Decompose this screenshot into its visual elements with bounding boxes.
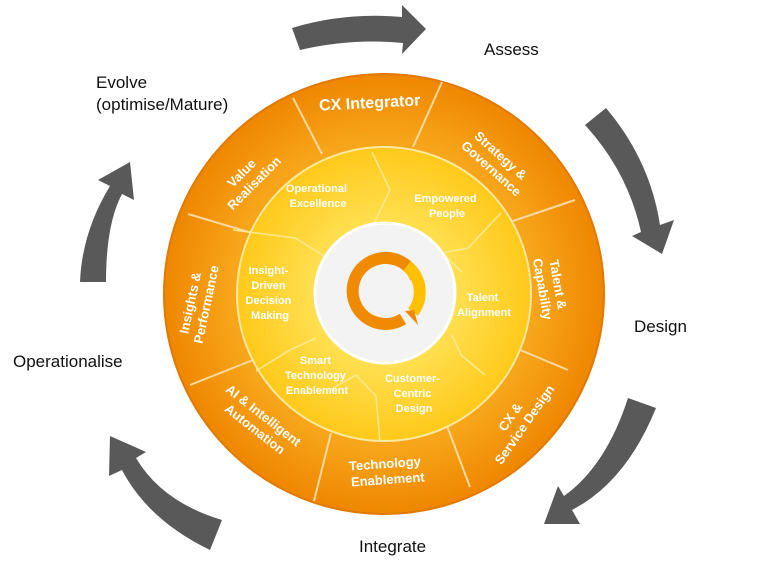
stage-operationalise: Operationalise [13, 352, 123, 371]
inner-op-l2: Excellence [290, 198, 347, 210]
segment-cx-integrator: CX Integrator [319, 92, 421, 114]
inner-emp-l1: Empowered [414, 193, 476, 205]
inner-insight-l1: Insight- [249, 265, 289, 277]
inner-smart-l2: Technology [285, 370, 347, 382]
cycle-arrows [80, 5, 674, 550]
stage-evolve-l1: Evolve [96, 73, 148, 92]
stage-evolve: Evolve (optimise/Mature) [96, 72, 228, 116]
inner-cust-l2: Centric [394, 388, 432, 400]
inner-talent-alignment: Talent Alignment [457, 292, 511, 319]
inner-empowered-people: Empowered People [414, 193, 479, 220]
segment-talent-capability: Talent & Capability [530, 254, 571, 321]
arrow-assess-to-design-icon [585, 108, 674, 254]
arrow-evolve-to-assess-icon [292, 5, 426, 54]
center-disc [313, 221, 457, 365]
arrow-integrate-to-operationalise-icon [109, 436, 222, 550]
inner-emp-l2: People [429, 208, 465, 220]
inner-chevrons [232, 151, 502, 443]
stage-evolve-l2: (optimise/Mature) [96, 95, 229, 114]
inner-insight-l3: Decision [246, 295, 292, 307]
cx-logo-icon [346, 251, 426, 330]
inner-smart-technology-enablement: Smart Technology Enablement [285, 355, 349, 397]
stage-assess: Assess [484, 40, 539, 59]
segment-dividers [187, 81, 576, 502]
inner-insight-l2: Driven [251, 280, 286, 292]
inner-operational-excellence: Operational Excellence [286, 183, 350, 210]
outer-ring-edge [163, 73, 605, 515]
inner-op-l1: Operational [286, 183, 347, 195]
arrow-design-to-integrate-icon [544, 398, 656, 524]
stage-design: Design [634, 317, 687, 336]
inner-insight-l4: Making [251, 310, 289, 322]
segment-tech-l2: Enablement [351, 469, 426, 489]
inner-customer-centric-design: Customer- Centric Design [385, 373, 443, 415]
segment-tech-l1: Technology [348, 454, 422, 474]
inner-smart-l3: Enablement [286, 385, 349, 397]
arrow-operationalise-to-evolve-icon [80, 162, 134, 282]
inner-cust-l3: Design [396, 403, 433, 415]
inner-cust-l1: Customer- [385, 373, 440, 385]
inner-talent-l2: Alignment [457, 307, 511, 319]
inner-talent-l1: Talent [467, 292, 499, 304]
inner-insight-driven-decision-making: Insight- Driven Decision Making [246, 265, 295, 322]
stage-integrate: Integrate [359, 537, 427, 556]
segment-technology-enablement: Technology Enablement [348, 453, 426, 489]
inner-smart-l1: Smart [300, 355, 332, 367]
